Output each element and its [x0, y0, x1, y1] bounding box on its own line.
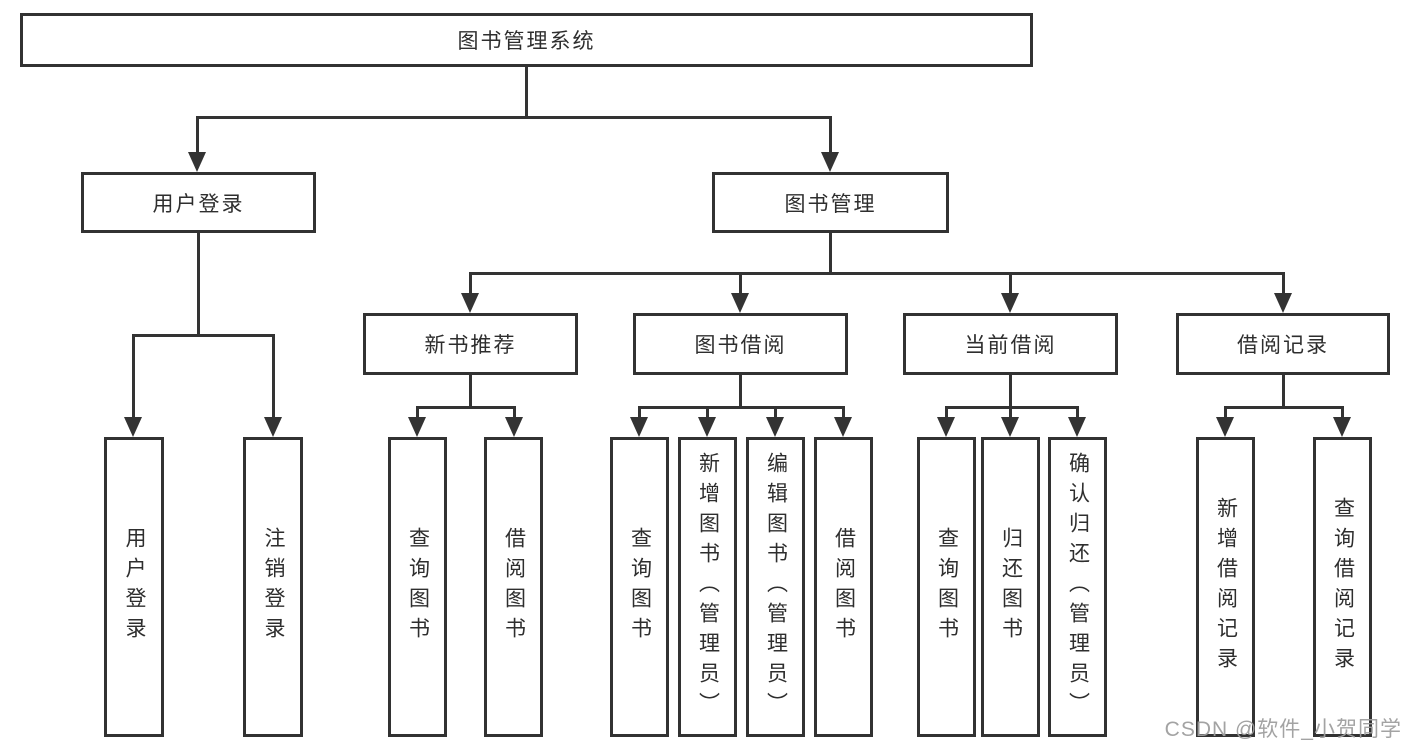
connector-line [416, 406, 516, 409]
connector-line [945, 406, 1079, 409]
arrow-down [834, 417, 852, 437]
connector-line [197, 233, 200, 336]
connector-line [739, 375, 742, 408]
leaf-query-books: 查询图书 [917, 437, 976, 737]
connector-line [525, 67, 528, 118]
connector-line [1341, 406, 1344, 422]
arrow-down [766, 417, 784, 437]
arrow-down [1001, 417, 1019, 437]
watermark: CSDN @软件_小贺同学 [1164, 718, 1402, 741]
connector-line [1009, 375, 1012, 408]
leaf-confirm-return-admin: 确认归还（管理员） [1048, 437, 1107, 737]
connector-line [1224, 406, 1227, 422]
connector-line [132, 334, 275, 337]
connector-line [706, 406, 709, 422]
connector-line [774, 406, 777, 422]
leaf-user-login: 用户登录 [104, 437, 164, 737]
arrow-down [124, 417, 142, 437]
leaf-query-books: 查询图书 [388, 437, 447, 737]
arrow-down [264, 417, 282, 437]
connector-line [513, 406, 516, 422]
node-root: 图书管理系统 [20, 13, 1033, 67]
connector-line [1076, 406, 1079, 422]
connector-line [469, 272, 1285, 275]
connector-line [469, 272, 472, 298]
connector-line [1009, 406, 1012, 422]
leaf-return-books: 归还图书 [981, 437, 1040, 737]
connector-line [638, 406, 641, 422]
node-book-borrowing: 图书借阅 [633, 313, 848, 375]
connector-line [829, 233, 832, 274]
arrow-down [505, 417, 523, 437]
connector-line [1224, 406, 1344, 409]
arrow-down [821, 152, 839, 172]
connector-line [1009, 272, 1012, 298]
arrow-down [698, 417, 716, 437]
connector-line [196, 116, 199, 154]
connector-line [842, 406, 845, 422]
arrow-down [188, 152, 206, 172]
node-user-login: 用户登录 [81, 172, 316, 233]
connector-line [469, 375, 472, 408]
leaf-borrow-books: 借阅图书 [814, 437, 873, 737]
connector-line [196, 116, 832, 119]
arrow-down [1333, 417, 1351, 437]
arrow-down [731, 293, 749, 313]
arrow-down [1274, 293, 1292, 313]
leaf-query-books: 查询图书 [610, 437, 669, 737]
arrow-down [408, 417, 426, 437]
leaf-add-books-admin: 新增图书（管理员） [678, 437, 737, 737]
connector-line [638, 406, 845, 409]
connector-line [945, 406, 948, 422]
connector-line [829, 116, 832, 154]
node-book-management: 图书管理 [712, 172, 949, 233]
connector-line [739, 272, 742, 298]
leaf-edit-books-admin: 编辑图书（管理员） [746, 437, 805, 737]
arrow-down [1068, 417, 1086, 437]
connector-line [416, 406, 419, 422]
node-current-borrowing: 当前借阅 [903, 313, 1118, 375]
leaf-logout: 注销登录 [243, 437, 303, 737]
arrow-down [937, 417, 955, 437]
connector-line [1282, 375, 1285, 408]
connector-line [132, 334, 135, 424]
leaf-query-borrow-record: 查询借阅记录 [1313, 437, 1372, 737]
arrow-down [630, 417, 648, 437]
arrow-down [461, 293, 479, 313]
connector-line [272, 334, 275, 424]
leaf-borrow-books: 借阅图书 [484, 437, 543, 737]
node-borrowing-records: 借阅记录 [1176, 313, 1390, 375]
connector-line [1282, 272, 1285, 298]
arrow-down [1001, 293, 1019, 313]
leaf-add-borrow-record: 新增借阅记录 [1196, 437, 1255, 737]
arrow-down [1216, 417, 1234, 437]
node-new-book-recommend: 新书推荐 [363, 313, 578, 375]
